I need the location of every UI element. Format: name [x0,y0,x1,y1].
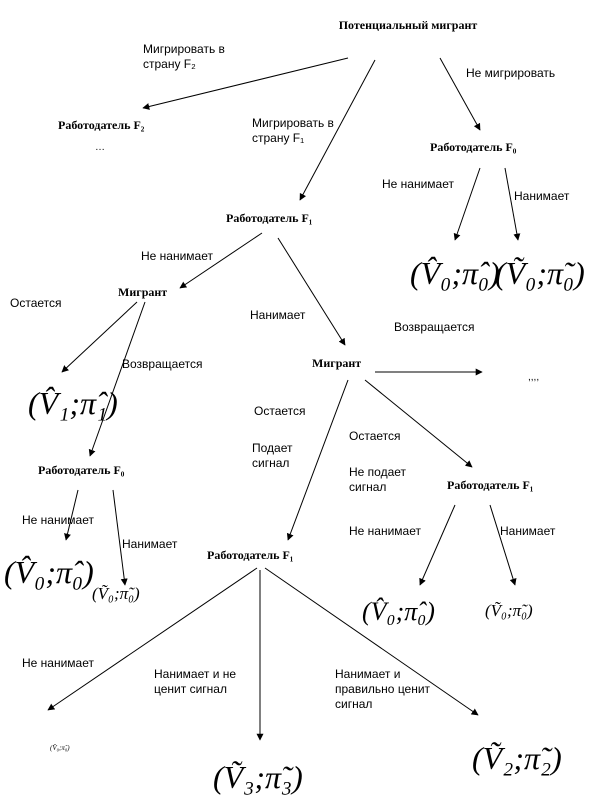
label-stays-left: Остается [10,296,62,310]
edge-root-to-f1 [299,59,376,201]
label-returns-left: Возвращается [122,357,203,371]
edge-f0left-not-hire [64,489,79,541]
label-migrate-f1: Мигрировать в страну F₁ [252,116,334,145]
payoff-bottom-3: (Ṽ₃;π̃₃) [213,759,303,795]
label-hire-right: Нанимает [500,524,556,538]
edge-f1bottom-hire-value [264,567,479,716]
label-hire-no-value: Нанимает и не ценит сигнал [154,667,237,696]
payoff-left-3: (Ṽ₀;π̃₀) [92,584,140,603]
payoff-left-1: (V̂₁;π̂₁) [28,385,118,421]
edge-f1bottom-not-hire [47,567,258,711]
payoff-right-1: (V̂₀;π̂₀) [362,597,435,626]
payoff-right-2: (Ṽ₀;π̃₀) [485,601,533,620]
edge-f0left-hire [112,489,128,586]
label-not-hire-right: Не нанимает [349,524,421,538]
edge-f0top-not-hire [453,167,481,241]
node-potential-migrant: Потенциальный мигрант [338,18,478,32]
edge-migleft-returns [88,301,146,457]
node-migrant-left: Мигрант [118,285,168,299]
node-migrant-center: Мигрант [312,356,362,370]
edge-f0top-hire [504,167,521,241]
node-employer-f0-top: Работодатель F₀ [430,140,517,154]
label-not-hire-left: Не нанимает [22,513,94,527]
edge-f1mid-not-hire [179,232,263,289]
edge-root-to-f2 [142,57,349,110]
edge-root-to-f0 [439,57,481,131]
node-employer-f2: Работодатель F₂ [58,118,145,132]
edge-migleft-stays [61,301,138,373]
node-employer-f0-left: Работодатель F₀ [38,463,125,477]
label-hire-mid: Нанимает [250,308,306,322]
label-not-hire-top: Не нанимает [382,177,454,191]
label-signals: Подает сигнал [252,441,293,470]
label-stays-center: Остается [254,404,306,418]
edge-migcenter-stays-signal [286,379,349,541]
edge-migcenter-stays-nosignal [364,379,473,468]
edge-f1mid-hire [277,237,346,346]
label-migrate-f2: Мигрировать в страну F₂ [143,42,225,71]
label-hire-left: Нанимает [122,537,178,551]
payoff-top-right: (Ṽ₀;π̃₀) [495,255,585,291]
payoff-top-left: (V̂₀;π̂₀) [410,255,500,291]
label-not-hire-bottom: Не нанимает [22,656,94,670]
label-hire-top: Нанимает [514,189,570,203]
label-not-migrate: Не мигрировать [466,66,556,80]
label-no-signal: Не подает сигнал [349,465,407,494]
label-not-hire-mid: Не нанимает [141,249,213,263]
ellipsis-f2: … [95,142,105,153]
edge-f1right-hire [489,504,517,586]
edge-f1right-not-hire [419,504,456,586]
payoff-bottom-tiny: (V̂₀;π̂₀) [50,744,70,752]
label-stays-right: Остается [349,429,401,443]
node-employer-f1-bottom: Работодатель F₁ [207,548,294,562]
ellipsis-return-branch: ,,,, [528,372,540,383]
node-employer-f1-right: Работодатель F₁ [447,478,534,492]
payoff-left-2: (V̂₀;π̂₀) [4,554,94,590]
label-hire-value: Нанимает и правильно ценит сигнал [335,667,431,711]
node-employer-f1-mid: Работодатель F₁ [226,211,313,225]
label-returns-center: Возвращается [394,320,475,334]
payoff-bottom-2: (Ṽ₂;π̃₂) [472,740,562,776]
